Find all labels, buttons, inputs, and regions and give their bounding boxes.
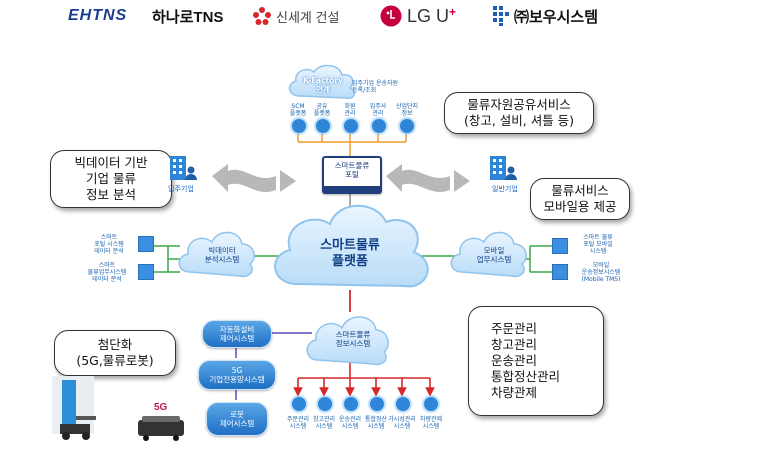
chart-icon (552, 264, 568, 280)
logo-htns: EHTNS (68, 7, 128, 24)
general-label: 일반기업 (492, 185, 518, 193)
gear-icon (291, 396, 307, 412)
right-cloud-shape (450, 231, 527, 278)
logo-bowoo: ㈜보우시스템 (492, 6, 598, 26)
logo-shinsegae: 신세계 건설 (252, 6, 339, 26)
gear-icon (343, 396, 359, 412)
lg-face-icon (380, 5, 402, 27)
forklift-robot-illustration (52, 376, 184, 441)
gear-icon (291, 118, 307, 134)
bubble-advanced: 첨단화(5G,물류로봇) (54, 330, 176, 376)
logo-lg-uplus: LG U + (380, 5, 456, 27)
tenant-label: 입주기업 (168, 185, 194, 193)
double-arrow-right (386, 164, 470, 192)
chart-icon (138, 264, 154, 280)
monitor-base (324, 186, 380, 192)
left-cloud-shape (178, 231, 255, 278)
gear-icon (423, 396, 439, 412)
robot-5g-badge: 5G (154, 402, 168, 413)
shinsegae-flower-icon (253, 7, 271, 25)
building-user-icon (490, 156, 517, 180)
bowoo-dots-icon (493, 6, 509, 26)
center-cloud-shape (274, 204, 429, 288)
gear-icon (399, 118, 415, 134)
bubble-sharing: 물류자원공유서비스(창고, 설비, 셔틀 등) (444, 92, 594, 134)
double-arrow-left (212, 164, 296, 192)
bottom-cloud-shape (306, 316, 389, 366)
gear-icon (395, 396, 411, 412)
top-cloud-shape (288, 64, 356, 100)
building-user-icon (170, 156, 197, 180)
chart-icon (552, 238, 568, 254)
gear-icon (371, 118, 387, 134)
chart-icon (138, 236, 154, 252)
gear-icon (317, 396, 333, 412)
gear-icon (369, 396, 385, 412)
gear-icon (315, 118, 331, 134)
logo-hana-tns: 하나로TNS (152, 8, 224, 26)
gear-icon (343, 118, 359, 134)
